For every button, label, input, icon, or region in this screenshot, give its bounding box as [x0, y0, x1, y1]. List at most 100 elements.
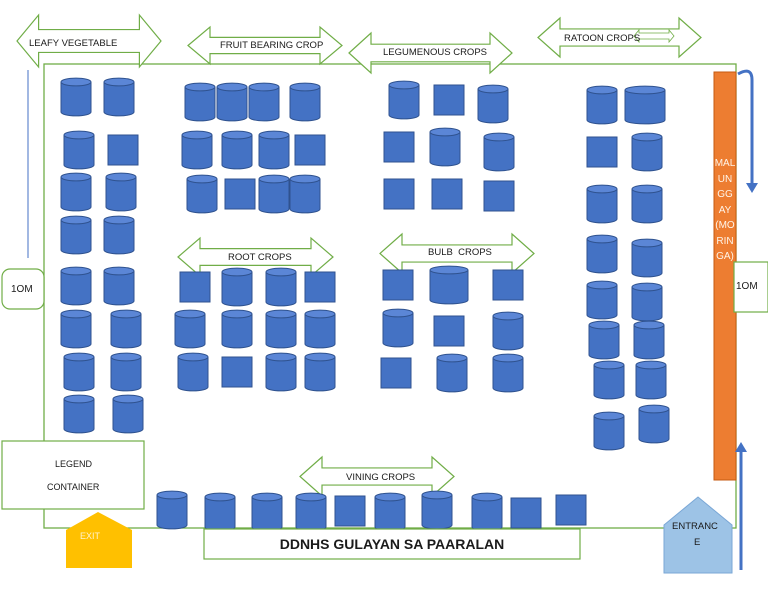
cylinder-container-icon — [631, 238, 663, 278]
cylinder-container-icon — [248, 82, 280, 122]
exit-label: EXIT — [80, 531, 101, 541]
section-label-root: ROOT CROPS — [228, 252, 292, 263]
section-label-ratoon: RATOON CROPS — [564, 33, 641, 44]
cylinder-container-icon — [265, 352, 297, 392]
double-arrow-icon-fruit — [187, 25, 343, 66]
cylinder-container-icon — [633, 320, 665, 360]
cylinder-container-icon — [631, 132, 663, 172]
square-container-icon — [107, 134, 139, 166]
cylinder-container-icon — [436, 353, 468, 393]
cylinder-container-icon — [60, 172, 92, 212]
entrance-label-line2: E — [694, 537, 701, 548]
cylinder-container-icon — [63, 394, 95, 434]
legend-title: LEGEND — [55, 459, 93, 469]
double-arrow-icon-legume — [348, 31, 513, 75]
cylinder-container-icon — [289, 174, 321, 214]
cylinder-container-icon — [156, 490, 188, 530]
legend-box — [1, 440, 145, 510]
square-container-icon — [586, 136, 618, 168]
square-container-icon — [433, 84, 465, 116]
cylinder-container-icon — [221, 130, 253, 170]
cylinder-container-icon — [221, 267, 253, 307]
double-arrow-icon-root — [177, 236, 334, 278]
cylinder-container-icon — [593, 360, 625, 400]
cylinder-container-icon — [586, 85, 618, 125]
cylinder-container-icon — [112, 394, 144, 434]
entrance-label-line1: ENTRANC — [672, 521, 718, 532]
curved-arrow-head-up-icon — [735, 442, 747, 452]
entrance-sign-icon — [663, 496, 733, 574]
double-arrow-icon-leafy — [16, 13, 162, 69]
square-container-icon — [483, 180, 515, 212]
section-label-bulb: BULB CROPS — [428, 247, 492, 258]
double-arrow-icon-ratoon — [537, 16, 702, 59]
cylinder-container-icon — [421, 490, 453, 530]
malunggay-strip — [713, 71, 737, 481]
right-dimension-text: 1OM — [736, 281, 758, 292]
cylinder-container-icon — [258, 130, 290, 170]
cylinder-container-icon — [374, 492, 406, 532]
cylinder-container-icon — [181, 130, 213, 170]
cylinder-container-icon — [105, 172, 137, 212]
cylinder-container-icon — [110, 352, 142, 392]
double-arrow-icon-vining — [299, 455, 455, 498]
legend-item-label: CONTAINER — [47, 482, 100, 492]
square-container-icon — [383, 178, 415, 210]
exit-sign-icon — [66, 512, 132, 568]
cylinder-container-icon — [586, 184, 618, 224]
square-container-icon — [433, 315, 465, 347]
cylinder-container-icon — [60, 215, 92, 255]
square-container-icon — [224, 178, 256, 210]
cylinder-container-icon — [103, 77, 135, 117]
cylinder-container-icon — [304, 352, 336, 392]
cylinder-container-icon — [483, 132, 515, 172]
cylinder-container-icon — [289, 82, 321, 122]
square-container-icon — [555, 494, 587, 526]
square-container-icon — [294, 134, 326, 166]
cylinder-container-icon — [586, 234, 618, 274]
cylinder-container-icon — [265, 309, 297, 349]
cylinder-container-icon — [251, 492, 283, 532]
cylinder-container-icon — [60, 309, 92, 349]
cylinder-container-icon — [388, 80, 420, 120]
section-label-leafy: LEAFY VEGETABLE — [29, 38, 118, 49]
left-dimension-text: 1OM — [11, 284, 33, 295]
section-label-vining: VINING CROPS — [346, 472, 416, 483]
cylinder-container-icon — [184, 82, 216, 122]
square-container-icon — [221, 356, 253, 388]
cylinder-container-icon — [103, 215, 135, 255]
cylinder-container-icon — [110, 309, 142, 349]
cylinder-container-icon — [186, 174, 218, 214]
cylinder-container-icon — [635, 360, 667, 400]
square-container-icon — [334, 495, 366, 527]
cylinder-container-icon — [631, 184, 663, 224]
cylinder-container-icon — [586, 280, 618, 320]
double-arrow-icon-bulb — [379, 232, 535, 275]
malunggay-label: MALUNGGAY(MORINGA) — [714, 158, 736, 262]
left-dimension-box — [1, 268, 45, 310]
cylinder-container-icon — [265, 267, 297, 307]
title-box — [203, 528, 581, 560]
cylinder-container-icon — [429, 127, 461, 167]
cylinder-container-icon — [631, 282, 663, 322]
cylinder-container-icon — [492, 311, 524, 351]
curved-arrow-head-down-icon — [746, 183, 758, 193]
cylinder-container-icon — [471, 492, 503, 532]
cylinder-container-icon — [258, 174, 290, 214]
square-container-icon — [304, 271, 336, 303]
cylinder-container-icon — [624, 85, 666, 125]
cylinder-container-icon — [177, 352, 209, 392]
section-label-fruit: FRUIT BEARING CROP — [220, 40, 324, 51]
cylinder-container-icon — [304, 309, 336, 349]
small-double-arrow-icon — [633, 28, 675, 44]
cylinder-container-icon — [429, 265, 469, 305]
cylinder-container-icon — [477, 84, 509, 124]
cylinder-container-icon — [382, 308, 414, 348]
cylinder-container-icon — [103, 266, 135, 306]
square-container-icon — [383, 131, 415, 163]
cylinder-container-icon — [174, 309, 206, 349]
cylinder-container-icon — [60, 77, 92, 117]
square-container-icon — [492, 269, 524, 301]
square-container-icon — [431, 178, 463, 210]
